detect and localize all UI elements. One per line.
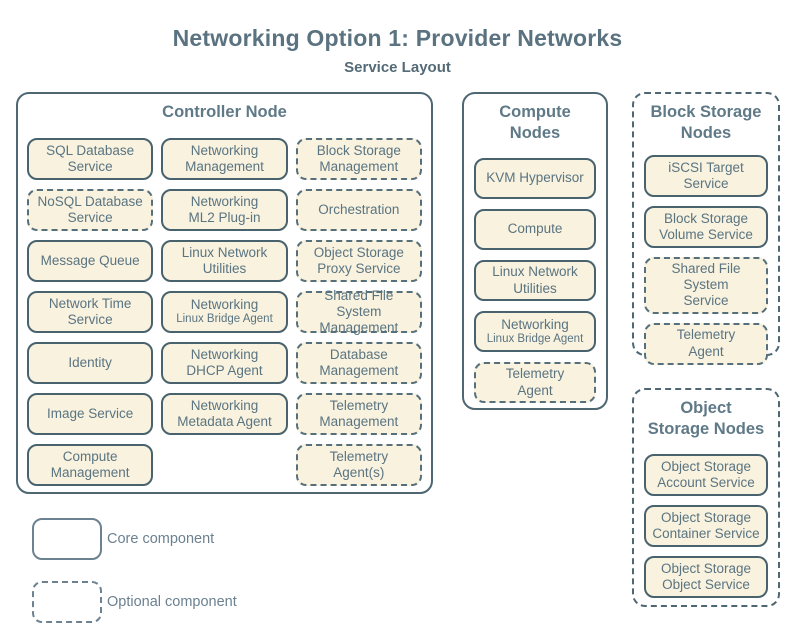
box-network-time-service: Network Time Service (27, 291, 154, 333)
controller-node-title: Controller Node (162, 103, 287, 121)
empty-cell (161, 444, 287, 486)
box-compute-management: Compute Management (27, 444, 154, 486)
box-telemetry-management: Telemetry Management (295, 393, 422, 435)
legend-core-label: Core component (107, 531, 215, 547)
block-storage-nodes-title: Block Storage Nodes (650, 103, 762, 143)
box-orchestration: Orchestration (295, 189, 422, 231)
box-shared-file-system-management: Shared File System Management (295, 288, 422, 335)
box-compute: Compute (474, 209, 596, 250)
box-object-storage-proxy-service: Object Storage Proxy Service (295, 240, 422, 282)
page-subtitle: Service Layout (344, 59, 451, 76)
box-telemetry-agent-block: Telemetry Agent (644, 322, 768, 365)
box-sql-database-service: SQL Database Service (27, 138, 154, 180)
box-shared-file-system-service: Shared File System Service (644, 257, 768, 314)
box-database-management: Database Management (295, 342, 422, 384)
box-linux-network-utilities: Linux Network Utilities (161, 240, 288, 282)
box-block-storage-volume-service: Block Storage Volume Service (644, 206, 768, 248)
box-image-service: Image Service (27, 393, 154, 435)
page-title: Networking Option 1: Provider Networks (172, 25, 623, 51)
object-storage-nodes-title: Object Storage Nodes (647, 399, 765, 439)
legend-optional-swatch (32, 581, 102, 623)
box-identity: Identity (27, 342, 154, 384)
box-networking-management: Networking Management (161, 138, 288, 180)
block-storage-nodes-group: Block Storage Nodes iSCSI Target Service… (632, 92, 780, 365)
compute-nodes-title: Compute Nodes (499, 103, 571, 143)
box-networking-ml2-plugin: Networking ML2 Plug-in (161, 189, 288, 231)
legend-optional-label: Optional component (107, 594, 237, 610)
box-networking-metadata-agent: Networking Metadata Agent (161, 393, 288, 435)
box-networking-dhcp-agent: Networking DHCP Agent (161, 342, 288, 384)
box-kvm-hypervisor: KVM Hypervisor (474, 158, 596, 199)
compute-service-stack: KVM Hypervisor Compute Linux Network Uti… (474, 158, 596, 403)
object-storage-nodes-group: Object Storage Nodes Object Storage Acco… (632, 388, 780, 607)
controller-node-group: Controller Node SQL Database Service Net… (16, 92, 433, 494)
box-object-storage-container-service: Object Storage Container Service (644, 505, 768, 547)
box-telemetry-agent-compute: Telemetry Agent (474, 362, 596, 403)
box-object-storage-object-service: Object Storage Object Service (644, 556, 768, 598)
box-iscsi-target-service: iSCSI Target Service (644, 155, 768, 197)
compute-nodes-group: Compute Nodes KVM Hypervisor Compute Lin… (462, 92, 608, 410)
controller-service-grid: SQL Database Service Networking Manageme… (27, 138, 422, 486)
box-block-storage-management: Block Storage Management (295, 138, 422, 180)
block-storage-service-stack: iSCSI Target Service Block Storage Volum… (644, 155, 768, 365)
box-object-storage-account-service: Object Storage Account Service (644, 454, 768, 496)
legend-core-swatch (32, 518, 102, 560)
box-message-queue: Message Queue (27, 240, 154, 282)
box-telemetry-agents: Telemetry Agent(s) (295, 444, 422, 486)
object-storage-service-stack: Object Storage Account Service Object St… (644, 454, 768, 598)
box-nosql-database-service: NoSQL Database Service (27, 189, 154, 231)
box-linux-network-utilities-compute: Linux Network Utilities (474, 260, 596, 301)
